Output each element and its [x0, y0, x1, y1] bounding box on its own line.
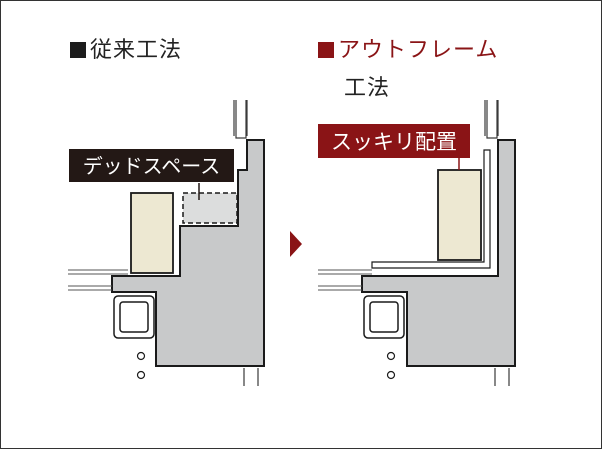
dead-space-label-box [69, 149, 234, 182]
wall-inner-lines [371, 149, 491, 269]
lower-wall-lines [494, 368, 510, 386]
pipe-circle [136, 351, 146, 361]
upper-wall-lines [233, 100, 248, 139]
conventional-method-title: 従来工法 [70, 38, 182, 64]
square-bullet-icon [318, 42, 334, 58]
floor-lines [318, 269, 372, 291]
clean-label-box [318, 124, 470, 158]
pipe-circle [136, 370, 146, 380]
furniture-block [130, 192, 174, 274]
dead-space-label: デッドスペース [83, 154, 221, 178]
fixture-inner [369, 301, 399, 333]
lower-wall-lines [243, 368, 259, 386]
outframe-plan: スッキリ配置 [318, 100, 516, 386]
column-structure [361, 139, 516, 367]
arrow-right-icon [290, 231, 302, 257]
upper-wall-lines [484, 100, 499, 139]
dead-space-area [182, 192, 238, 224]
outframe-method-title-line2: 工法 [344, 76, 391, 101]
furniture-block [437, 169, 482, 261]
fixture-inner [119, 301, 149, 333]
square-bullet-icon [70, 42, 86, 58]
pipe-circle [386, 370, 396, 380]
pipe-circle [386, 351, 396, 361]
conventional-plan: デッドスペース [68, 100, 265, 386]
fixture-box [363, 295, 405, 339]
floor-lines [68, 269, 128, 291]
fixture-box [113, 295, 155, 339]
outframe-method-title: アウトフレーム 工法 [318, 38, 498, 101]
column-structure [111, 139, 265, 367]
clean-label: スッキリ配置 [331, 130, 457, 154]
